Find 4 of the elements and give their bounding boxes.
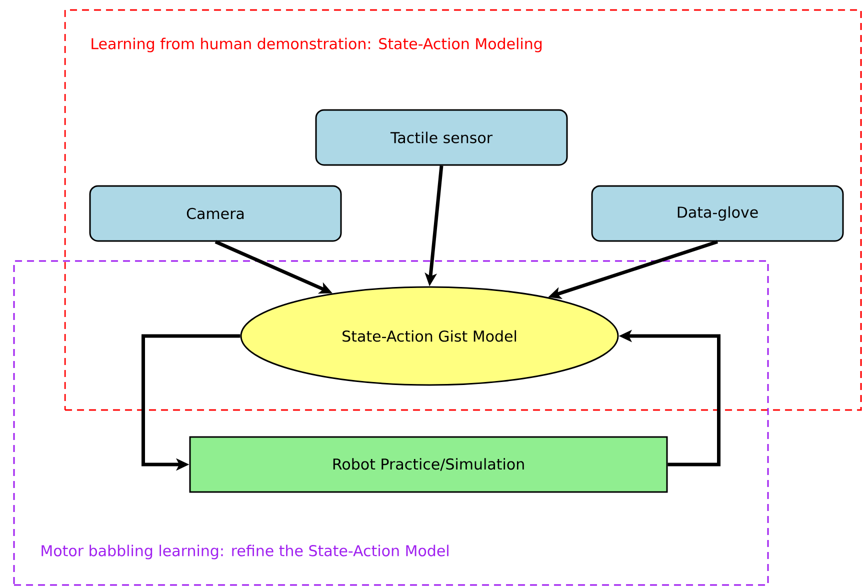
sensor-box: Camera	[89, 185, 342, 242]
sensor-box: Data-glove	[591, 185, 844, 242]
process-box: Robot Practice/Simulation	[189, 436, 668, 493]
sensor-box: Tactile sensor	[315, 109, 568, 166]
